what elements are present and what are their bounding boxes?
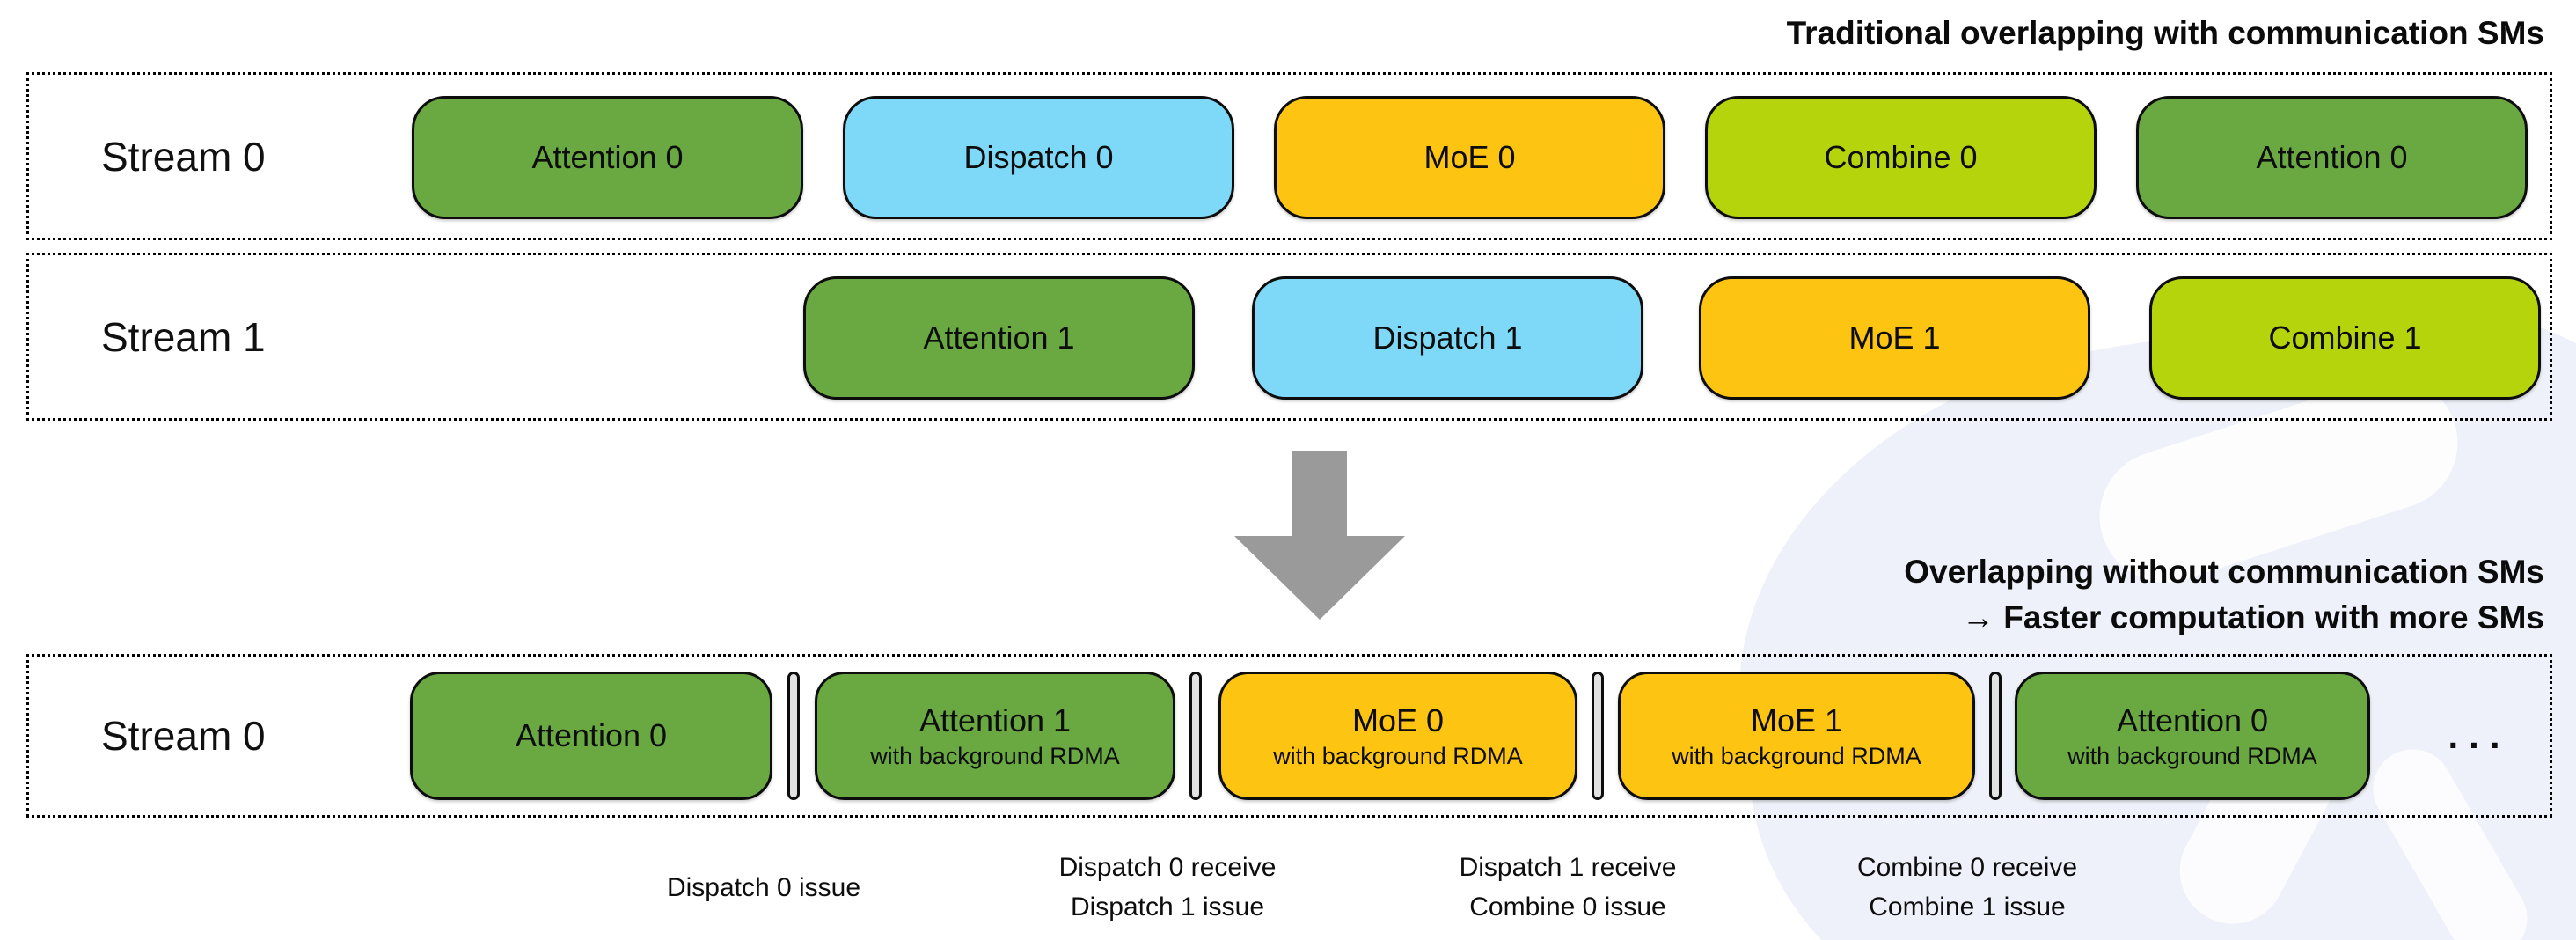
annotation-combine0-receive: Combine 0 receive Combine 1 issue: [1856, 853, 2078, 922]
traditional-section-title: Traditional overlapping with communicati…: [1786, 15, 2544, 51]
task-block-dispatch0: Dispatch 0: [843, 96, 1234, 219]
task-block-dispatch1: Dispatch 1: [1252, 276, 1643, 400]
task-block-attention0-next: Attention 0: [2136, 96, 2528, 219]
annotation-dispatch1-receive: Dispatch 1 receive Combine 0 issue: [1459, 853, 1677, 922]
traditional-stream0-row: Stream 0 Attention 0 Dispatch 0 MoE 0 Co…: [26, 72, 2552, 240]
stream-label: Stream 0: [101, 133, 266, 180]
stream-label: Stream 0: [101, 713, 266, 759]
task-block-attention1-rdma: Attention 1 with background RDMA: [815, 672, 1175, 800]
barrier-separator: [1989, 672, 2002, 800]
optimized-section-title: Overlapping without communication SMs → …: [1904, 549, 2544, 641]
task-block-moe0-rdma: MoE 0 with background RDMA: [1218, 672, 1577, 800]
continuation-ellipsis: ...: [2448, 715, 2511, 756]
optimized-title-line1: Overlapping without communication SMs: [1904, 554, 2544, 590]
barrier-separator: [1592, 672, 1604, 800]
task-block-attention1: Attention 1: [803, 276, 1195, 400]
task-block-moe1: MoE 1: [1699, 276, 2090, 400]
task-block-attention0: Attention 0: [410, 672, 772, 800]
barrier-separator: [787, 672, 800, 800]
task-block-combine0: Combine 0: [1705, 96, 2097, 219]
annotation-dispatch0-issue: Dispatch 0 issue: [666, 872, 861, 902]
barrier-separator: [1189, 672, 1202, 800]
down-arrow-icon: [1234, 451, 1405, 620]
task-block-moe0: MoE 0: [1274, 96, 1665, 219]
annotation-dispatch0-receive: Dispatch 0 receive Dispatch 1 issue: [1058, 853, 1277, 922]
task-block-attention0-rdma: Attention 0 with background RDMA: [2015, 672, 2370, 800]
optimized-stream0-row: Stream 0 Attention 0 Attention 1 with ba…: [26, 654, 2552, 818]
task-block-moe1-rdma: MoE 1 with background RDMA: [1618, 672, 1975, 800]
traditional-stream1-row: Stream 1 Attention 1 Dispatch 1 MoE 1 Co…: [26, 253, 2552, 421]
task-block-combine1: Combine 1: [2149, 276, 2541, 400]
stream-label: Stream 1: [101, 313, 266, 360]
optimized-title-line2: → Faster computation with more SMs: [1962, 599, 2544, 635]
task-block-attention0: Attention 0: [412, 96, 803, 219]
